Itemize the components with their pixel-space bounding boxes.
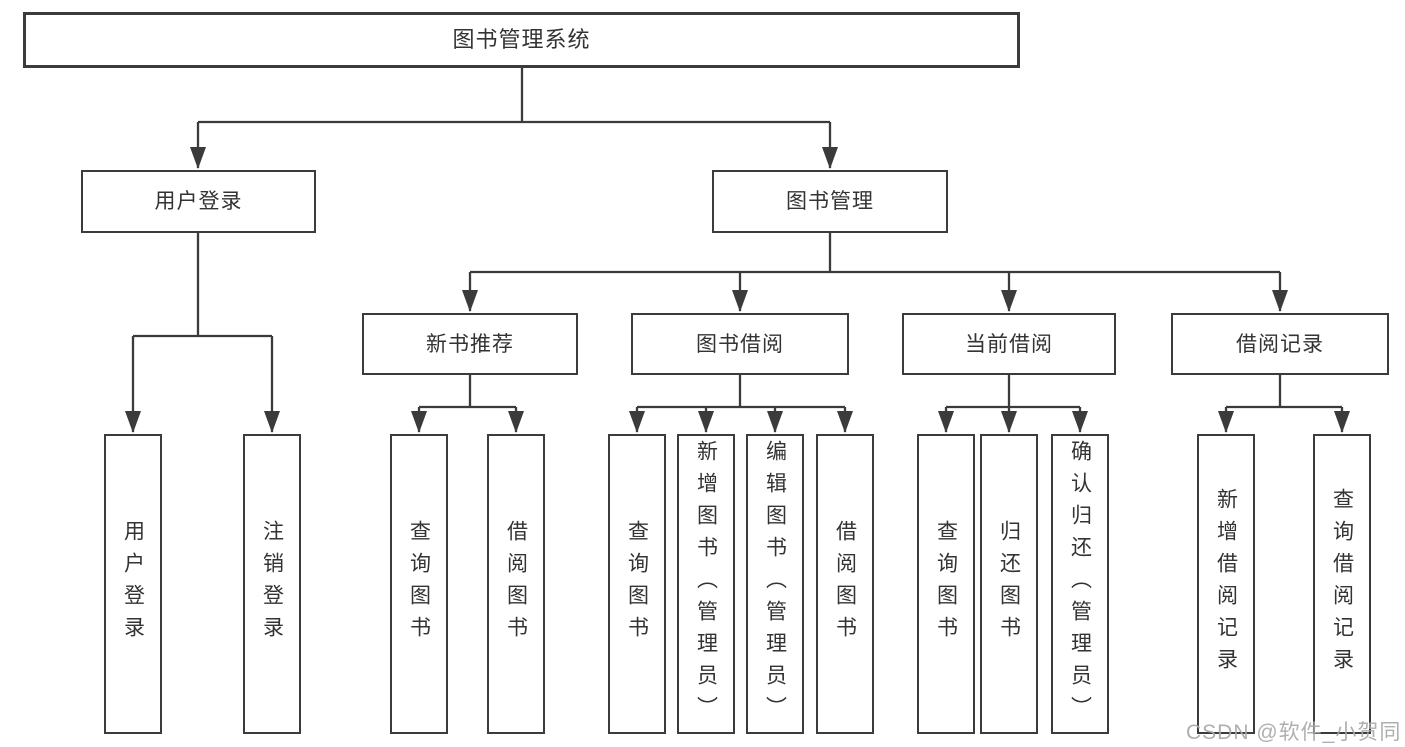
- node-leaf-return-book: 归还图书: [980, 434, 1038, 734]
- node-user-login-branch: 用户登录: [81, 170, 316, 233]
- node-leaf-add-borrow-record: 新增借阅记录: [1197, 434, 1255, 734]
- connector-new-book-branch: [411, 375, 524, 433]
- node-leaf-edit-book-admin: 编辑图书（管理员）: [746, 434, 804, 734]
- node-book-borrow: 图书借阅: [631, 313, 849, 375]
- node-library-management-system: 图书管理系统: [23, 12, 1020, 68]
- node-leaf-query-book-1: 查询图书: [390, 434, 448, 734]
- node-leaf-logout: 注销登录: [243, 434, 301, 734]
- connector-borrow-record-branch: [1218, 375, 1350, 433]
- node-new-book-recommend: 新书推荐: [362, 313, 578, 375]
- connector-user-login-branch: [125, 233, 280, 433]
- node-leaf-query-borrow-record: 查询借阅记录: [1313, 434, 1371, 734]
- connector-book-borrow-branch: [629, 375, 853, 433]
- connector-current-borrow-branch: [938, 375, 1088, 433]
- connector-book-management-branch: [462, 233, 1288, 312]
- node-leaf-query-book-3: 查询图书: [917, 434, 975, 734]
- node-current-borrow: 当前借阅: [902, 313, 1116, 375]
- node-book-management-branch: 图书管理: [712, 170, 948, 233]
- node-leaf-add-book-admin: 新增图书（管理员）: [677, 434, 735, 734]
- node-borrow-record: 借阅记录: [1171, 313, 1389, 375]
- node-leaf-borrow-book-2: 借阅图书: [816, 434, 874, 734]
- connector-root-to-level2: [190, 68, 838, 169]
- node-leaf-borrow-book-1: 借阅图书: [487, 434, 545, 734]
- node-leaf-confirm-return-admin: 确认归还（管理员）: [1051, 434, 1109, 734]
- node-leaf-user-login: 用户登录: [104, 434, 162, 734]
- node-leaf-query-book-2: 查询图书: [608, 434, 666, 734]
